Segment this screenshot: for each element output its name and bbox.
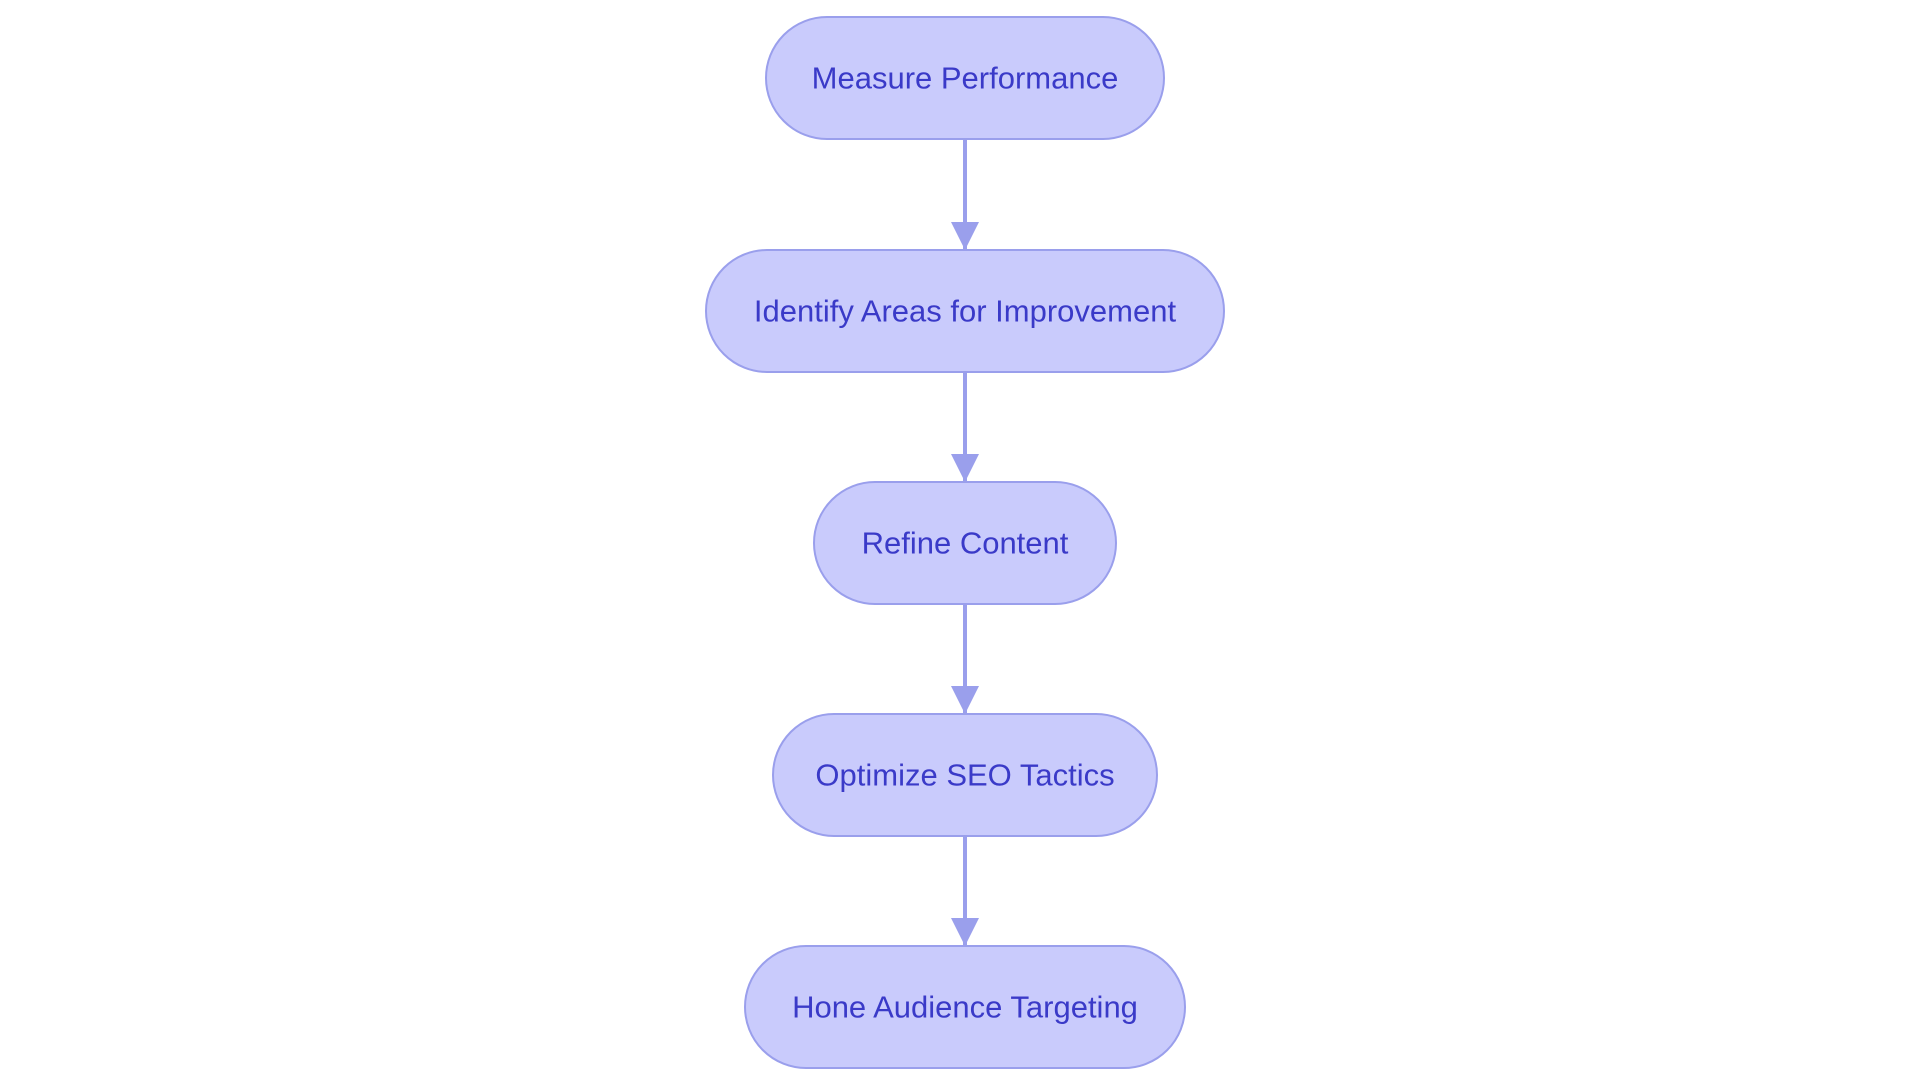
node-shape [765, 16, 1165, 140]
node-shape [813, 481, 1117, 605]
node-label: Refine Content [862, 526, 1069, 561]
node-identify: Identify Areas for Improvement [705, 249, 1225, 373]
node-measure: Measure Performance [765, 16, 1165, 140]
node-shape [772, 713, 1158, 837]
node-label: Optimize SEO Tactics [815, 758, 1114, 793]
node-label: Measure Performance [812, 61, 1119, 96]
node-shape [744, 945, 1186, 1069]
node-label: Identify Areas for Improvement [754, 294, 1177, 329]
node-label: Hone Audience Targeting [792, 990, 1138, 1025]
node-shape [705, 249, 1225, 373]
node-refine: Refine Content [813, 481, 1117, 605]
node-hone: Hone Audience Targeting [744, 945, 1186, 1069]
node-optimize: Optimize SEO Tactics [772, 713, 1158, 837]
